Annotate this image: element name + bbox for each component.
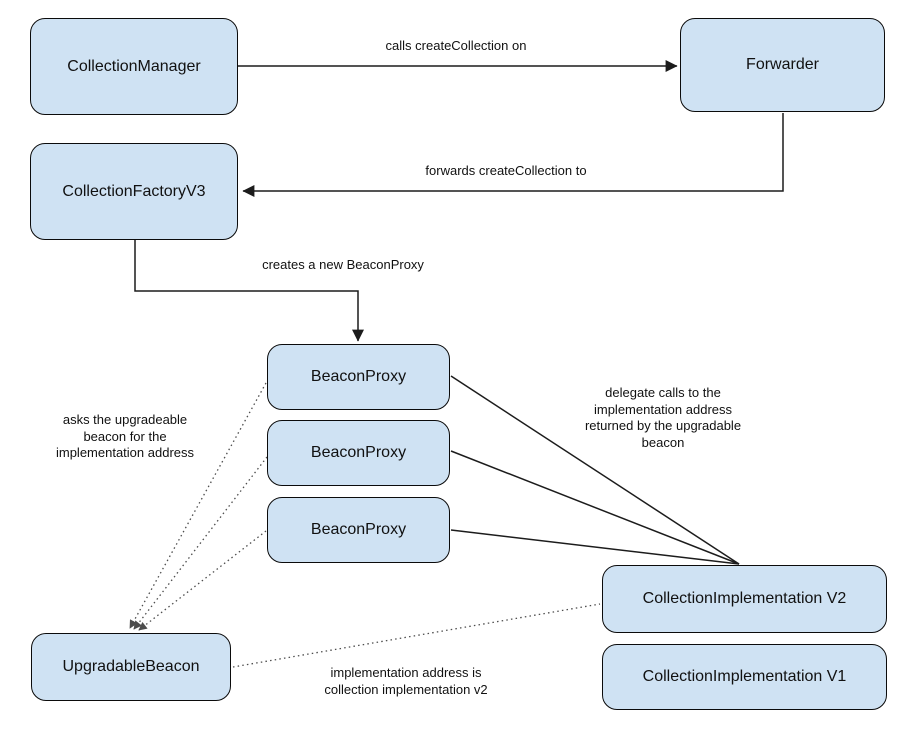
node-collection-implementation-v2-label: CollectionImplementation V2: [642, 590, 847, 607]
node-beacon-proxy-2: BeaconProxy: [267, 420, 450, 486]
node-beacon-proxy-2-label: BeaconProxy: [310, 444, 407, 461]
node-collection-implementation-v1-label: CollectionImplementation V1: [642, 668, 847, 685]
node-upgradable-beacon: UpgradableBeacon: [31, 633, 231, 701]
edge-asks-beacon-2: [133, 456, 268, 630]
edge-label-forwards-createcollection: forwards createCollection to: [425, 163, 587, 178]
node-collection-factory-v3-label: CollectionFactoryV3: [62, 182, 206, 200]
node-beacon-proxy-3-label: BeaconProxy: [310, 521, 407, 538]
edge-delegate-call-3: [450, 529, 740, 565]
node-collection-factory-v3: CollectionFactoryV3: [30, 143, 238, 240]
edge-label-creates-beaconproxy: creates a new BeaconProxy: [262, 257, 424, 272]
edge-delegate-call-1: [450, 375, 740, 565]
node-beacon-proxy-3: BeaconProxy: [267, 497, 450, 563]
node-forwarder-label: Forwarder: [746, 56, 819, 73]
node-collection-implementation-v2: CollectionImplementation V2: [602, 565, 887, 633]
node-upgradable-beacon-label: UpgradableBeacon: [62, 658, 200, 675]
edge-asks-beacon-3: [138, 530, 267, 631]
node-collection-manager: CollectionManager: [30, 18, 238, 115]
edge-label-delegate-calls: delegate calls to the implementation add…: [584, 385, 742, 450]
node-collection-implementation-v1: CollectionImplementation V1: [602, 644, 887, 710]
node-beacon-proxy-1-label: BeaconProxy: [310, 368, 407, 385]
node-beacon-proxy-1: BeaconProxy: [267, 344, 450, 410]
edge-creates-beaconproxy: [134, 240, 364, 342]
edge-forwards-createcollection: [242, 113, 784, 197]
node-forwarder: Forwarder: [680, 18, 885, 112]
edge-delegate-call-2: [450, 450, 740, 565]
node-collection-manager-label: CollectionManager: [67, 57, 201, 75]
edge-label-implementation-address: implementation address is collection imp…: [324, 665, 488, 697]
edge-label-calls-createcollection: calls createCollection on: [385, 38, 527, 53]
edge-label-asks-beacon: asks the upgradeable beacon for the impl…: [55, 412, 195, 460]
edge-implementation-address: [232, 603, 601, 668]
